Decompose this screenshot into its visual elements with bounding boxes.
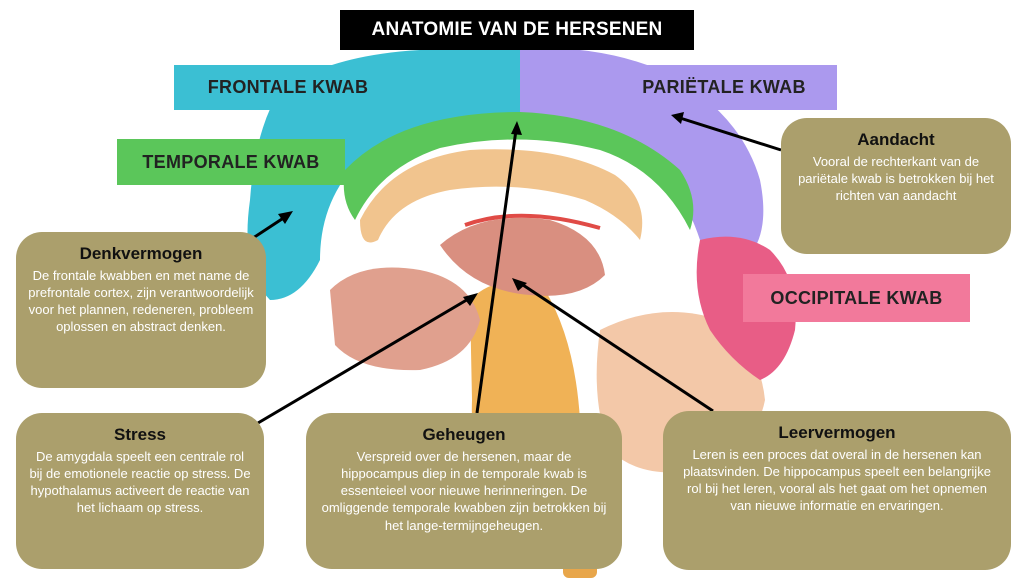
card-aandacht: Aandacht Vooral de rechterkant van de pa… <box>781 118 1011 254</box>
arrow-stress <box>257 296 471 425</box>
card-text: Leren is een proces dat overal in de her… <box>683 447 991 514</box>
card-title: Denkvermogen <box>79 244 203 263</box>
card-title: Aandacht <box>857 130 935 149</box>
temporal-lobe-label: TEMPORALE KWAB <box>117 139 345 185</box>
card-title: Geheugen <box>422 425 506 444</box>
card-title: Stress <box>114 425 166 444</box>
occipital-lobe-label: OCCIPITALE KWAB <box>743 274 970 322</box>
frontal-lobe <box>247 46 520 300</box>
card-text: De amygdala speelt een centrale rol bij … <box>29 449 251 516</box>
arrow-leervermogen <box>519 281 714 413</box>
corpus-callosum <box>360 149 643 243</box>
limbic-region <box>343 112 694 230</box>
arrow-geheugen <box>475 129 518 414</box>
page-title: ANATOMIE VAN DE HERSENEN <box>340 10 694 50</box>
card-leervermogen: Leervermogen Leren is een proces dat ove… <box>663 411 1011 570</box>
arrow-denkvermogen <box>249 215 286 242</box>
card-text: Verspreid over de hersenen, maar de hipp… <box>321 449 607 533</box>
card-geheugen: Geheugen Verspreid over de hersenen, maa… <box>306 413 622 569</box>
card-title: Leervermogen <box>778 423 896 442</box>
pointer-arrows <box>249 116 782 425</box>
card-denkvermogen: Denkvermogen De frontale kwabben en met … <box>16 232 266 388</box>
inner-temporal-region <box>330 267 480 371</box>
card-text: De frontale kwabben en met name de prefr… <box>28 268 254 335</box>
fornix <box>464 213 601 230</box>
thalamus <box>440 217 605 296</box>
card-stress: Stress De amygdala speelt een centrale r… <box>16 413 264 569</box>
arrow-aandacht <box>679 116 782 152</box>
parietal-lobe-label: PARIËTALE KWAB <box>611 65 837 110</box>
frontal-lobe-label: FRONTALE KWAB <box>174 65 402 110</box>
arrow-heads <box>278 112 684 306</box>
card-text: Vooral de rechterkant van de pariëtale k… <box>798 154 994 204</box>
